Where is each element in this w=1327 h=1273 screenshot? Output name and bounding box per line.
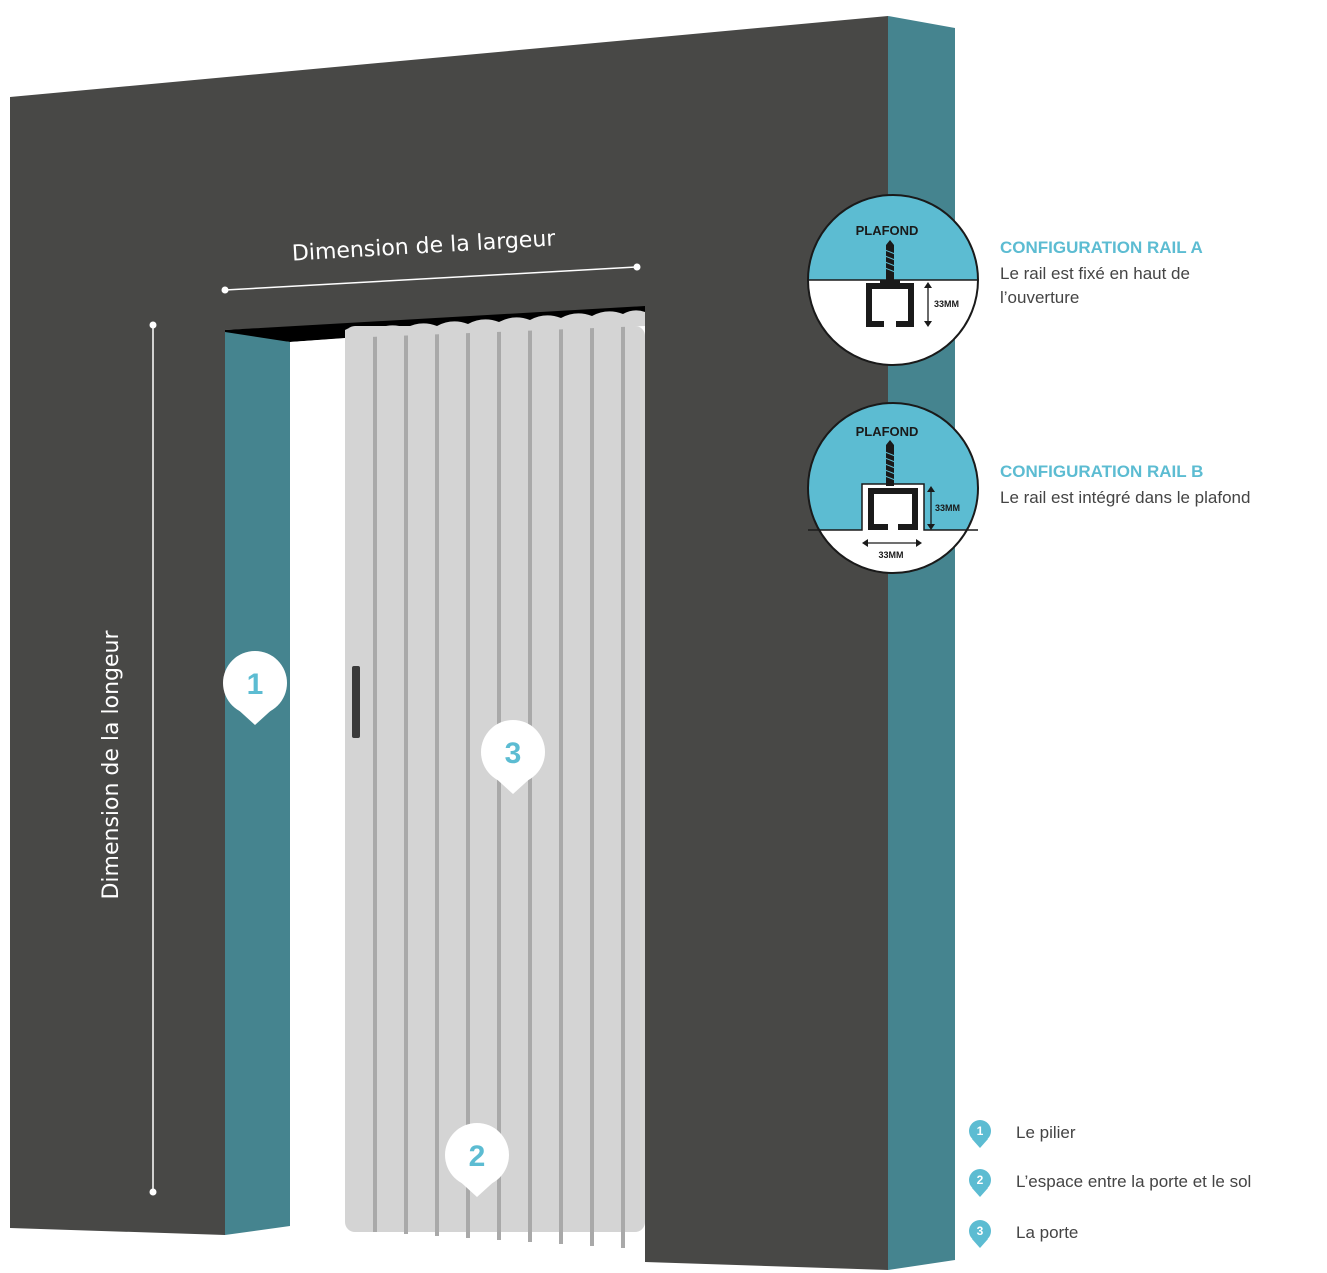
marker-2: 2 bbox=[445, 1123, 509, 1197]
rail-a-title: CONFIGURATION RAIL A bbox=[1000, 238, 1203, 257]
rail-b-height-measure: 33MM bbox=[935, 503, 960, 513]
screw-icon bbox=[884, 440, 896, 486]
screw-icon bbox=[884, 240, 896, 280]
marker-3: 3 bbox=[481, 720, 545, 794]
rail-a-height-measure: 33MM bbox=[934, 299, 959, 309]
legend-pin-1-number: 1 bbox=[977, 1124, 984, 1138]
legend-label-3: La porte bbox=[1016, 1223, 1079, 1242]
rail-a-ceiling-label: PLAFOND bbox=[856, 223, 919, 238]
legend-pin-3-number: 3 bbox=[977, 1224, 984, 1238]
rail-b-title: CONFIGURATION RAIL B bbox=[1000, 462, 1204, 481]
legend-pin-2-number: 2 bbox=[977, 1173, 984, 1187]
height-dimension: Dimension de la longeur bbox=[99, 321, 157, 1196]
rail-a-description: Le rail est fixé en haut de l’ouverture bbox=[1000, 264, 1190, 307]
marker-3-number: 3 bbox=[505, 737, 522, 770]
folding-door bbox=[345, 310, 645, 1248]
legend-pin-3: 3 bbox=[969, 1220, 991, 1248]
rail-a-profile bbox=[866, 283, 914, 327]
pillar bbox=[225, 332, 290, 1235]
opening-soffit bbox=[225, 306, 645, 342]
marker-2-number: 2 bbox=[469, 1140, 486, 1173]
legend-label-2: L’espace entre la porte et le sol bbox=[1016, 1172, 1252, 1191]
marker-1: 1 bbox=[223, 651, 287, 725]
rail-b-ceiling-label: PLAFOND bbox=[856, 424, 919, 439]
wall bbox=[10, 16, 888, 1270]
height-dimension-label: Dimension de la longeur bbox=[99, 630, 124, 900]
legend-label-1: Le pilier bbox=[1016, 1123, 1076, 1142]
opening-gap bbox=[290, 338, 345, 1230]
rail-b-description: Le rail est intégré dans le plafond bbox=[1000, 488, 1251, 507]
legend-pin-1: 1 bbox=[969, 1120, 991, 1148]
rail-b-width-measure: 33MM bbox=[878, 550, 903, 560]
marker-1-number: 1 bbox=[247, 668, 264, 701]
door-handle bbox=[352, 666, 360, 738]
legend-pin-2: 2 bbox=[969, 1169, 991, 1197]
rail-b-profile bbox=[868, 488, 918, 530]
